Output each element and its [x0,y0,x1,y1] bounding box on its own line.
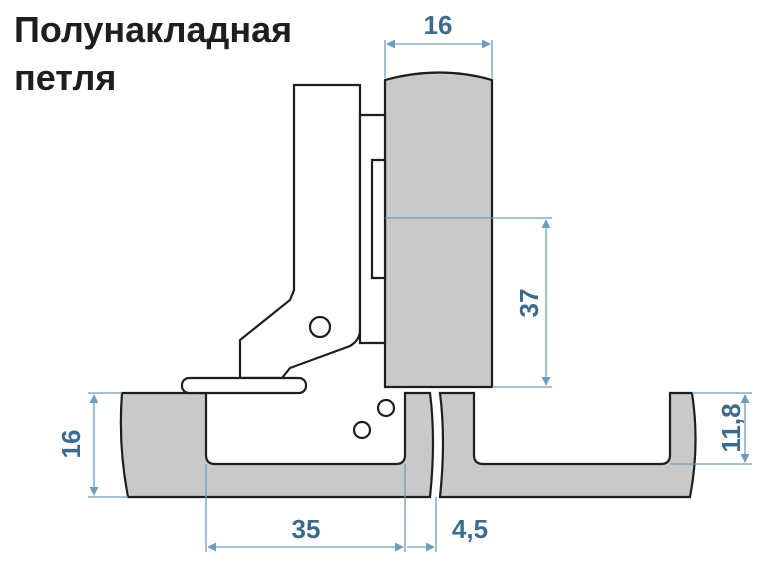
mounting-plate [180,376,308,395]
title-line-1: Полунакладная [14,9,292,50]
dim-cup-offset: 37 [514,289,544,318]
dim-cup-diameter: 35 [292,514,321,544]
dim-gap: 4,5 [452,514,488,544]
hinge-slot [370,158,387,280]
hinge-arm [238,83,362,380]
title-line-2: петля [14,57,116,98]
dim-cup-depth: 11,8 [716,403,746,452]
pivot-screw [308,315,332,339]
left-panel [119,391,435,499]
cup-screw-1 [376,398,396,418]
dim-panel-thickness: 16 [56,430,86,459]
door-panel [383,71,494,389]
right-panel [438,391,697,499]
dim-door-thickness: 16 [424,10,453,40]
cup-screw-2 [352,420,372,440]
